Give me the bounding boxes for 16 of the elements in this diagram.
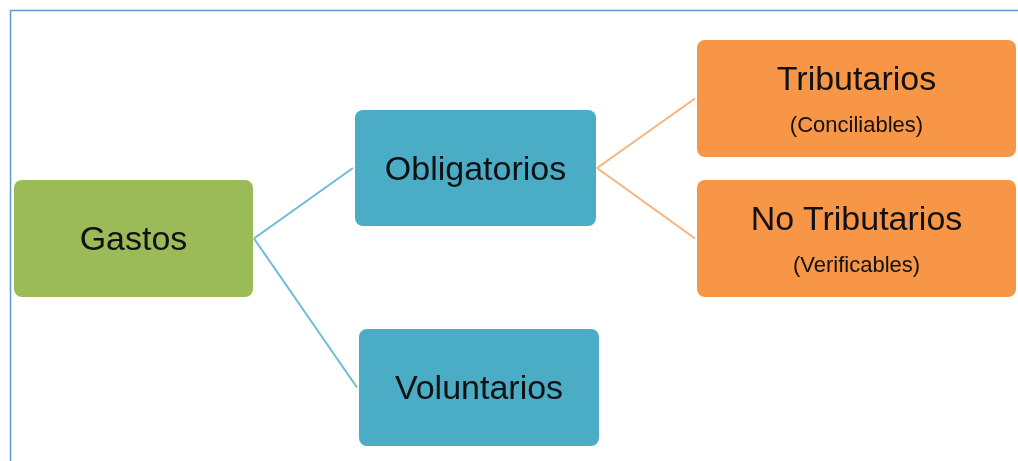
subtitle-text: (Conciliables) (789, 112, 924, 138)
category-label: No Tributarios (750, 199, 963, 238)
connector-line (253, 167, 354, 240)
category-box (697, 40, 1016, 157)
category-label: Tributarios (776, 59, 937, 98)
connector-line (596, 97, 696, 169)
connector-line (596, 167, 696, 240)
category-label: Gastos (79, 219, 188, 258)
category-box (355, 110, 596, 226)
category-box (359, 329, 599, 446)
connector-line (253, 237, 358, 389)
subtitle-text: (Verificables) (792, 252, 921, 278)
category-label: Obligatorios (384, 148, 567, 188)
category-box (697, 180, 1016, 297)
category-label: Voluntarios (394, 368, 564, 407)
category-box (14, 180, 253, 297)
